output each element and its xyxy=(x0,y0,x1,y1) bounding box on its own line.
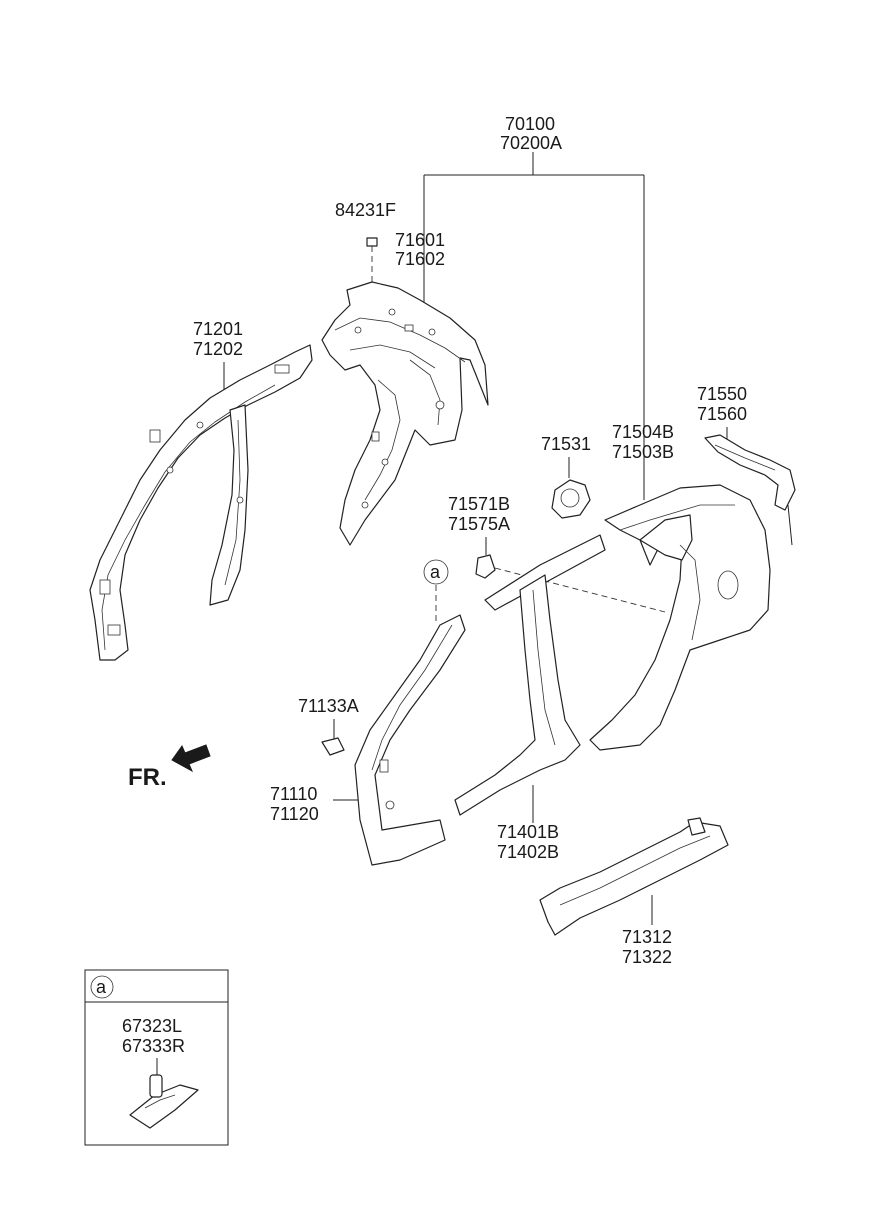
front-label: FR. xyxy=(128,764,167,791)
label-71401B: 71401B xyxy=(497,822,559,842)
front-arrow-icon xyxy=(171,744,211,773)
callout-a-marker: a xyxy=(423,559,449,622)
leader-70100 xyxy=(423,152,645,500)
part-71601-rear-inner-panel xyxy=(321,281,489,546)
callout-a-letter: a xyxy=(430,562,441,582)
inset-a-letter: a xyxy=(96,977,107,997)
detail-inset-a: a 67323L 67333R xyxy=(84,969,229,1146)
label-71503B: 71503B xyxy=(612,442,674,462)
label-71312: 71312 xyxy=(622,927,672,947)
label-71601: 71601 xyxy=(395,230,445,250)
front-direction-indicator: FR. xyxy=(128,744,211,791)
label-71550: 71550 xyxy=(697,384,747,404)
label-71110: 71110 xyxy=(270,784,317,804)
label-71602: 71602 xyxy=(395,249,445,269)
part-outer-side-panel xyxy=(354,534,606,866)
part-71201-inner-side-panel xyxy=(89,344,313,661)
label-84231F: 84231F xyxy=(335,200,396,220)
label-71133A: 71133A xyxy=(298,696,359,716)
part-71571B-bracket xyxy=(475,554,666,613)
label-70100: 70100 xyxy=(505,114,555,134)
part-71312-side-sill xyxy=(539,817,729,936)
clip-84231F xyxy=(366,237,378,285)
part-71531-fuel-filler-housing xyxy=(551,479,591,519)
label-71322: 71322 xyxy=(622,947,672,967)
label-67333R: 67333R xyxy=(122,1036,185,1056)
label-71575A: 71575A xyxy=(448,514,510,534)
label-67323L: 67323L xyxy=(122,1016,182,1036)
label-71201: 71201 xyxy=(193,319,243,339)
label-71402B: 71402B xyxy=(497,842,559,862)
part-71550-rear-bracket xyxy=(704,434,796,546)
part-71504B-quarter-panel xyxy=(589,484,771,751)
label-71531: 71531 xyxy=(541,434,591,454)
label-71120: 71120 xyxy=(270,804,319,824)
label-71202: 71202 xyxy=(193,339,243,359)
label-71571B: 71571B xyxy=(448,494,510,514)
label-71504B: 71504B xyxy=(612,422,674,442)
part-71133A-bracket xyxy=(321,737,345,756)
label-71560: 71560 xyxy=(697,404,747,424)
label-70200A: 70200A xyxy=(500,133,562,153)
